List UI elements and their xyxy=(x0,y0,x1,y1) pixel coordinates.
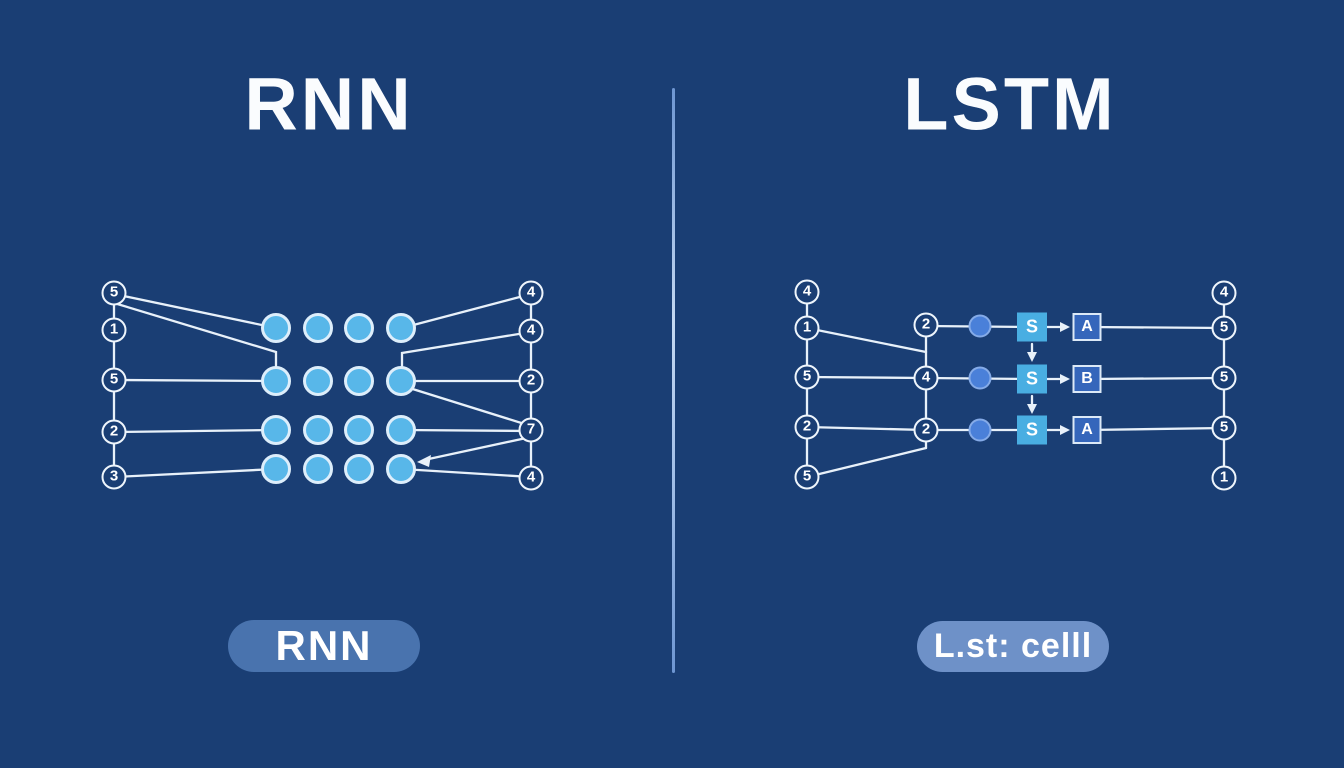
lstm-right-node: 4 xyxy=(1211,280,1237,306)
lstm-left-node: 1 xyxy=(794,315,820,341)
lstm-left-node: 4 xyxy=(794,279,820,305)
lstm-cell-label-pill: L.st: celll xyxy=(917,621,1109,672)
lstm-cell-square: S xyxy=(1017,364,1047,394)
rnn-right-node: 4 xyxy=(518,318,544,344)
rnn-arrowhead xyxy=(417,455,431,467)
lstm-cell-square: S xyxy=(1017,312,1047,342)
lstm-connections xyxy=(805,290,1226,480)
rnn-left-node: 5 xyxy=(101,367,127,393)
lstm-cell-square: S xyxy=(1017,415,1047,445)
rnn-left-node: 2 xyxy=(101,419,127,445)
rnn-left-node: 5 xyxy=(101,280,127,306)
lstm-right-node: 1 xyxy=(1211,465,1237,491)
lstm-left-node: 5 xyxy=(794,464,820,490)
rnn-left-node: 3 xyxy=(101,464,127,490)
rnn-right-node: 4 xyxy=(518,280,544,306)
rnn-right-node: 7 xyxy=(518,417,544,443)
lstm-arrowheads xyxy=(1027,322,1070,435)
lstm-gate-square: A xyxy=(1072,313,1102,341)
rnn-hidden-grid xyxy=(261,313,416,484)
rnn-left-node: 1 xyxy=(101,317,127,343)
lstm-left-node: 5 xyxy=(794,364,820,390)
rnn-connections xyxy=(112,291,533,480)
rnn-title: RNN xyxy=(244,62,414,146)
rnn-right-node: 2 xyxy=(518,368,544,394)
lstm-right-node: 5 xyxy=(1211,315,1237,341)
lstm-mid-node: 4 xyxy=(913,365,939,391)
lstm-right-node: 5 xyxy=(1211,415,1237,441)
lstm-state-dots xyxy=(968,314,992,442)
lstm-mid-node: 2 xyxy=(913,312,939,338)
rnn-right-node: 4 xyxy=(518,465,544,491)
lstm-gate-square: A xyxy=(1072,416,1102,444)
lstm-mid-node: 2 xyxy=(913,417,939,443)
lstm-right-node: 5 xyxy=(1211,365,1237,391)
rnn-label-pill: RNN xyxy=(228,620,420,672)
lstm-left-node: 2 xyxy=(794,414,820,440)
lstm-gate-square: B xyxy=(1072,365,1102,393)
lstm-title: LSTM xyxy=(903,62,1117,146)
divider-line xyxy=(672,88,675,673)
